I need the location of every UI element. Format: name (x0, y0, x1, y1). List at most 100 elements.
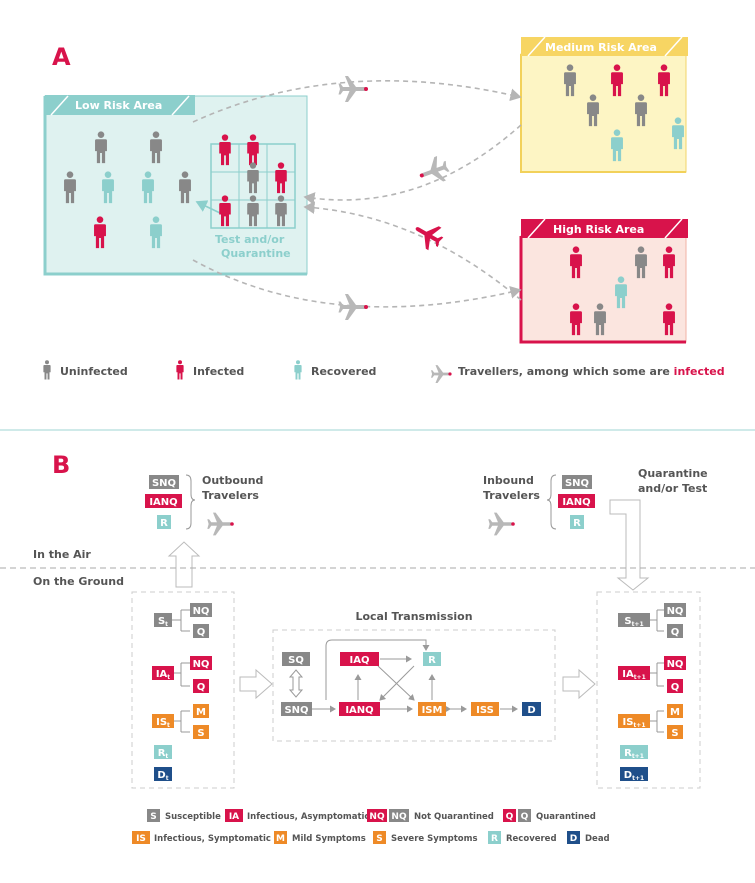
legend-infectious-symptomatic: Infectious, Symptomatic (154, 834, 271, 844)
airplane-icon (416, 153, 453, 189)
airplane-icon (409, 216, 448, 254)
inbound-r: R (573, 518, 581, 529)
uninfected-icon (43, 360, 51, 380)
state-ia-t1: IAt+1 (622, 669, 646, 681)
outbound-brace (185, 474, 196, 530)
is1-s: S (671, 728, 678, 739)
outbound-up-arrow (167, 541, 201, 588)
panel-a-letter: A (52, 43, 71, 71)
outbound-label-1: Outbound (202, 474, 263, 487)
outbound-ianq: IANQ (149, 497, 177, 508)
inbound-snq: SNQ (565, 478, 589, 489)
legend-infectious-asymptomatic: Infectious, Asymptomatic (247, 812, 369, 822)
medium-risk-area: Medium Risk Area (520, 36, 688, 173)
box-d: D (527, 705, 535, 716)
states-t-panel: St IAt ISt Rt Dt NQ Q NQ Q M S (131, 591, 235, 789)
legend-sev-key: S (376, 834, 382, 844)
ia-q: Q (197, 682, 206, 693)
legend-susceptible: Susceptible (165, 812, 221, 822)
state-ia-t: IAt (156, 669, 170, 681)
legend-d-key: D (570, 834, 577, 844)
legend-ia-key: IA (229, 812, 239, 822)
box-sq: SQ (288, 655, 304, 666)
box-ism: ISM (422, 705, 443, 716)
outbound-snq: SNQ (152, 478, 176, 489)
ia1-nq: NQ (667, 659, 684, 670)
legend-mild-symptoms: Mild Symptoms (292, 834, 366, 844)
legend-not-quarantined: Not Quarantined (414, 812, 494, 822)
panel-b-letter: B (52, 451, 70, 479)
inbound-brace (546, 474, 557, 530)
high-risk-title: High Risk Area (553, 223, 644, 236)
legend-q-key-red: Q (506, 812, 514, 822)
test-quarantine-label-2: Quarantine (221, 247, 291, 260)
sq-snq-double-arrow (288, 669, 304, 698)
local-transmission: Local Transmission SQ SNQ IAQ IANQ R ISM… (272, 610, 556, 742)
state-s-t: St (158, 616, 168, 628)
s-nq: NQ (193, 606, 210, 617)
state-r-t: Rt (158, 748, 169, 760)
legend-is-key: IS (136, 834, 146, 844)
s1-q: Q (671, 627, 680, 638)
state-d-t1: Dt+1 (624, 770, 644, 782)
box-r: R (428, 655, 436, 666)
inbound-label-1: Inbound (483, 474, 534, 487)
box-ianq: IANQ (345, 705, 373, 716)
inbound-group: Inbound Travelers SNQ IANQ R (483, 474, 595, 536)
legend-r-key: R (491, 834, 498, 844)
box-iss: ISS (476, 705, 494, 716)
legend-a: Uninfected Infected Recovered Travellers… (43, 360, 725, 383)
low-risk-tab (45, 95, 195, 115)
box-snq: SNQ (284, 705, 308, 716)
legend-s-key: S (150, 812, 156, 822)
legend-recovered-b: Recovered (506, 834, 557, 844)
legend-uninfected: Uninfected (60, 365, 128, 378)
legend-m-key: M (276, 834, 285, 844)
local-transmission-title: Local Transmission (355, 610, 472, 623)
inbound-ianq: IANQ (562, 497, 590, 508)
states-t1-panel: St+1 IAt+1 ISt+1 Rt+1 Dt+1 NQ Q NQ Q M S (596, 591, 701, 789)
state-is-t: ISt (156, 717, 170, 729)
legend-recovered: Recovered (311, 365, 376, 378)
medium-risk-tab (521, 37, 688, 56)
inbound-plane-icon (488, 512, 515, 536)
test-quarantine-label-1: Test and/or (215, 233, 285, 246)
is1-m: M (670, 707, 680, 718)
flight-paths (192, 80, 522, 308)
low-risk-title: Low Risk Area (75, 99, 162, 112)
state-is-t1: ISt+1 (622, 717, 645, 729)
medium-risk-title: Medium Risk Area (545, 41, 657, 54)
recovered-icon (294, 360, 302, 380)
state-d-t: Dt (157, 770, 168, 782)
high-risk-tab (521, 219, 688, 238)
is-m: M (196, 707, 206, 718)
quarantine-test-label-1: Quarantine (638, 467, 708, 480)
high-risk-area: High Risk Area (519, 218, 688, 344)
traveller-plane-icon (431, 365, 452, 383)
legend-travellers: Travellers, among which some are infecte… (458, 365, 725, 378)
legend-nq-key-red: NQ (369, 812, 385, 822)
infected-icon (176, 360, 184, 380)
inbound-label-2: Travelers (483, 489, 540, 502)
ia1-q: Q (671, 682, 680, 693)
s1-nq: NQ (667, 606, 684, 617)
legend-q-key-grey: Q (521, 812, 529, 822)
state-s-t1: St+1 (624, 616, 643, 628)
quarantine-test-label-2: and/or Test (638, 482, 707, 495)
legend-nq-key-grey: NQ (391, 812, 407, 822)
outbound-plane-icon (207, 512, 234, 536)
legend-quarantined: Quarantined (536, 812, 596, 822)
airplane-icon (338, 76, 368, 102)
quarantine-down-arrow (609, 499, 650, 591)
is-s: S (197, 728, 204, 739)
box-iaq: IAQ (350, 655, 370, 666)
ia-nq: NQ (193, 659, 210, 670)
outbound-r: R (160, 518, 168, 529)
state-r-t1: Rt+1 (624, 748, 644, 760)
airplane-icon (338, 294, 368, 320)
legend-severe-symptoms: Severe Symptoms (391, 834, 478, 844)
to-local-arrow (239, 668, 273, 700)
s-q: Q (197, 627, 206, 638)
outbound-label-2: Travelers (202, 489, 259, 502)
